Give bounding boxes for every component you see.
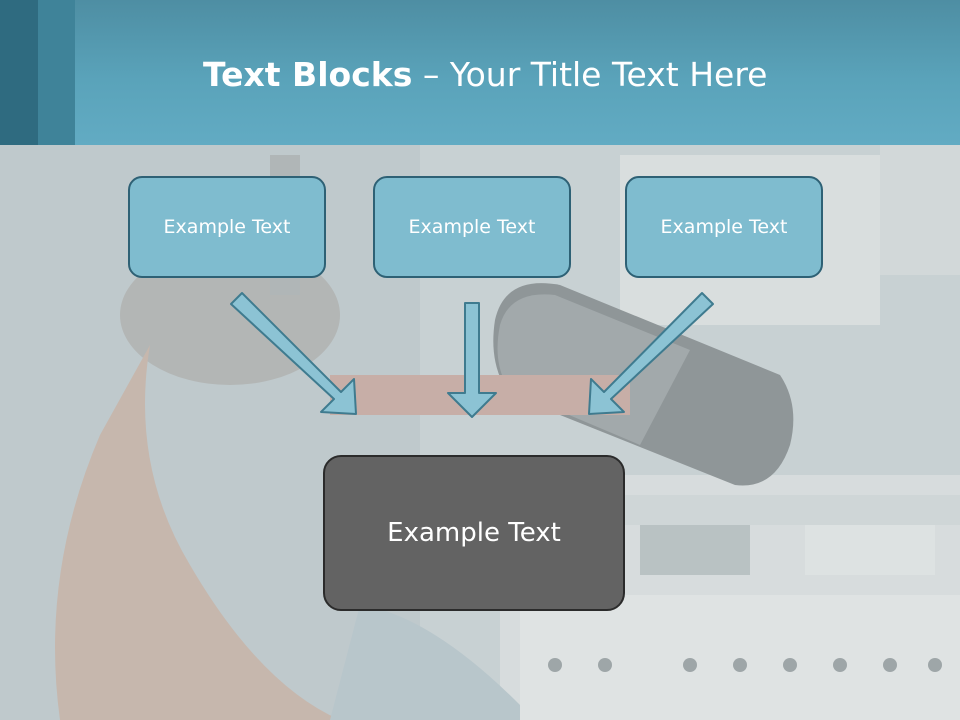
text-block-label: Example Text [387,518,561,548]
title-bold-part: Text Blocks [203,55,413,94]
slide-title: Text Blocks – Your Title Text Here [203,55,767,95]
title-dash: – [412,55,450,94]
text-block-left[interactable]: Example Text [128,176,326,278]
text-block-center[interactable]: Example Text [373,176,571,278]
text-block-label: Example Text [163,216,291,238]
text-block-label: Example Text [660,216,788,238]
text-block-label: Example Text [408,216,536,238]
text-block-right[interactable]: Example Text [625,176,823,278]
title-banner: Text Blocks – Your Title Text Here [0,0,960,145]
title-rest-part: Your Title Text Here [449,55,768,94]
header-accent-strip [0,0,38,145]
header-accent-strip [38,0,75,145]
text-block-bottom[interactable]: Example Text [323,455,625,611]
